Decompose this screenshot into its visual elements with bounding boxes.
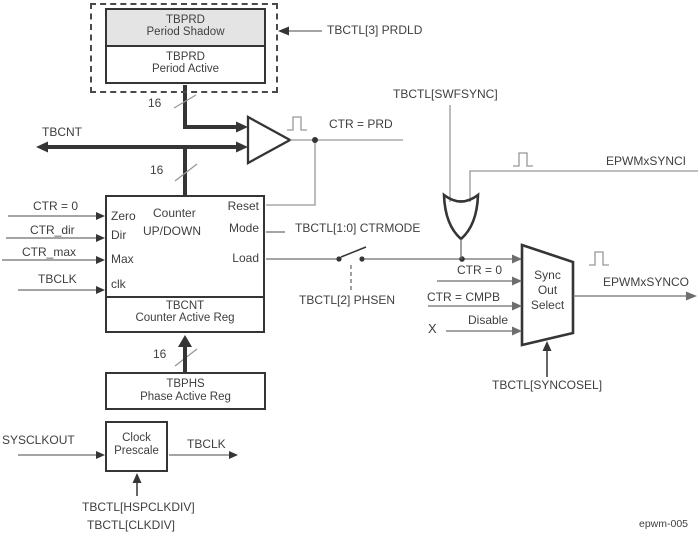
counter-port-dir: Dir [111,228,127,242]
label-bus-width-b: 16 [150,163,164,177]
tbprd-active-name: TBPRD [166,51,205,63]
label-ctr-prd: CTR = PRD [329,117,393,131]
mux-line1: Sync [534,268,561,282]
counter-input-lines [2,212,105,294]
tbprd-register-block: TBPRD Period Shadow TBPRD Period Active [105,8,266,84]
syncosel-arrow [542,341,552,377]
sync-out-mux-icon [520,243,575,347]
tbprd-period-active: TBPRD Period Active [107,47,264,82]
sync-out-select-label: Sync Out Select [522,268,573,313]
tbprd-bus [183,85,248,133]
label-hspclkdiv: TBCTL[HSPCLKDIV] [82,500,195,514]
clock-prescale-block: Clock Prescale [105,421,168,472]
tbphs-register-block: TBPHS Phase Active Reg [105,372,266,410]
label-tbclk-out: TBCLK [187,437,226,451]
counter-port-max: Max [111,252,134,266]
label-mux-disable: Disable [468,313,509,327]
label-bus-width-a: 16 [148,96,162,110]
label-prdld: TBCTL[3] PRDLD [327,23,423,37]
mux-input-lines [428,276,522,336]
label-tbcnt-bus: TBCNT [42,125,82,139]
counter-port-reset: Reset [227,199,259,213]
label-synco: EPWMxSYNCO [603,275,690,289]
counter-port-load: Load [232,251,259,265]
label-tbclk-in: TBCLK [38,272,77,286]
counter-title-line1: Counter [153,206,196,220]
clock-prescale-line1: Clock [122,432,151,444]
tbprd-shadow-desc: Period Shadow [146,26,225,38]
counter-port-mode: Mode [228,221,259,235]
tbcnt-reg-name: TBCNT [165,300,205,312]
label-ctr-max: CTR_max [22,245,77,259]
tbprd-active-desc: Period Active [151,63,220,75]
figure-caption: epwm-005 [639,518,689,530]
tbcnt-reg-desc: Counter Active Reg [135,312,235,324]
sync-or-gate-icon [442,105,698,259]
pulse-icon [513,152,533,167]
label-phsen: TBCTL[2] PHSEN [299,293,396,307]
label-ctr-dir: CTR_dir [30,223,75,237]
tbprd-shadow-name: TBPRD [166,14,205,26]
tbprd-shadow-group-box [90,3,278,93]
counter-block: Zero Counter Dir UP/DOWN Max clk Reset M… [105,195,265,333]
ctr-prd-reset-line [266,137,403,206]
label-ctrmode: TBCTL[1:0] CTRMODE [295,221,421,235]
phase-load-switch [266,246,522,291]
label-clkdiv: TBCTL[CLKDIV] [87,518,176,532]
label-syncosel: TBCTL[SYNCOSEL] [492,378,603,392]
label-sysclkout: SYSCLKOUT [2,433,75,447]
pulse-icon [589,251,609,266]
mux-line3: Select [530,298,565,312]
tbphs-bus [178,335,192,372]
clock-lines [18,451,238,496]
tbphs-desc: Phase Active Reg [140,391,231,403]
synco-output-line [573,291,697,301]
counter-port-clk: clk [111,277,126,291]
counter-port-zero: Zero [111,209,136,223]
period-compare-triangle-icon [246,115,293,165]
clock-prescale-line2: Prescale [114,445,159,457]
counter-divider [107,296,263,298]
label-mux-ctr-zero: CTR = 0 [457,263,503,277]
mux-line2: Out [537,283,558,297]
counter-title-line2: UP/DOWN [143,224,201,238]
label-ctr-zero: CTR = 0 [33,199,79,213]
prdld-arrow [278,26,322,36]
tbcnt-bus [36,141,248,196]
label-bus-width-c: 16 [153,347,167,361]
tbprd-period-shadow: TBPRD Period Shadow [107,10,264,47]
label-mux-ctr-cmpb: CTR = CMPB [427,290,501,304]
pulse-icon [287,116,307,131]
label-mux-x: X [428,321,437,336]
label-synci: EPWMxSYNCI [606,154,687,168]
tbphs-name: TBPHS [166,378,205,390]
label-swfsync: TBCTL[SWFSYNC] [393,87,498,101]
